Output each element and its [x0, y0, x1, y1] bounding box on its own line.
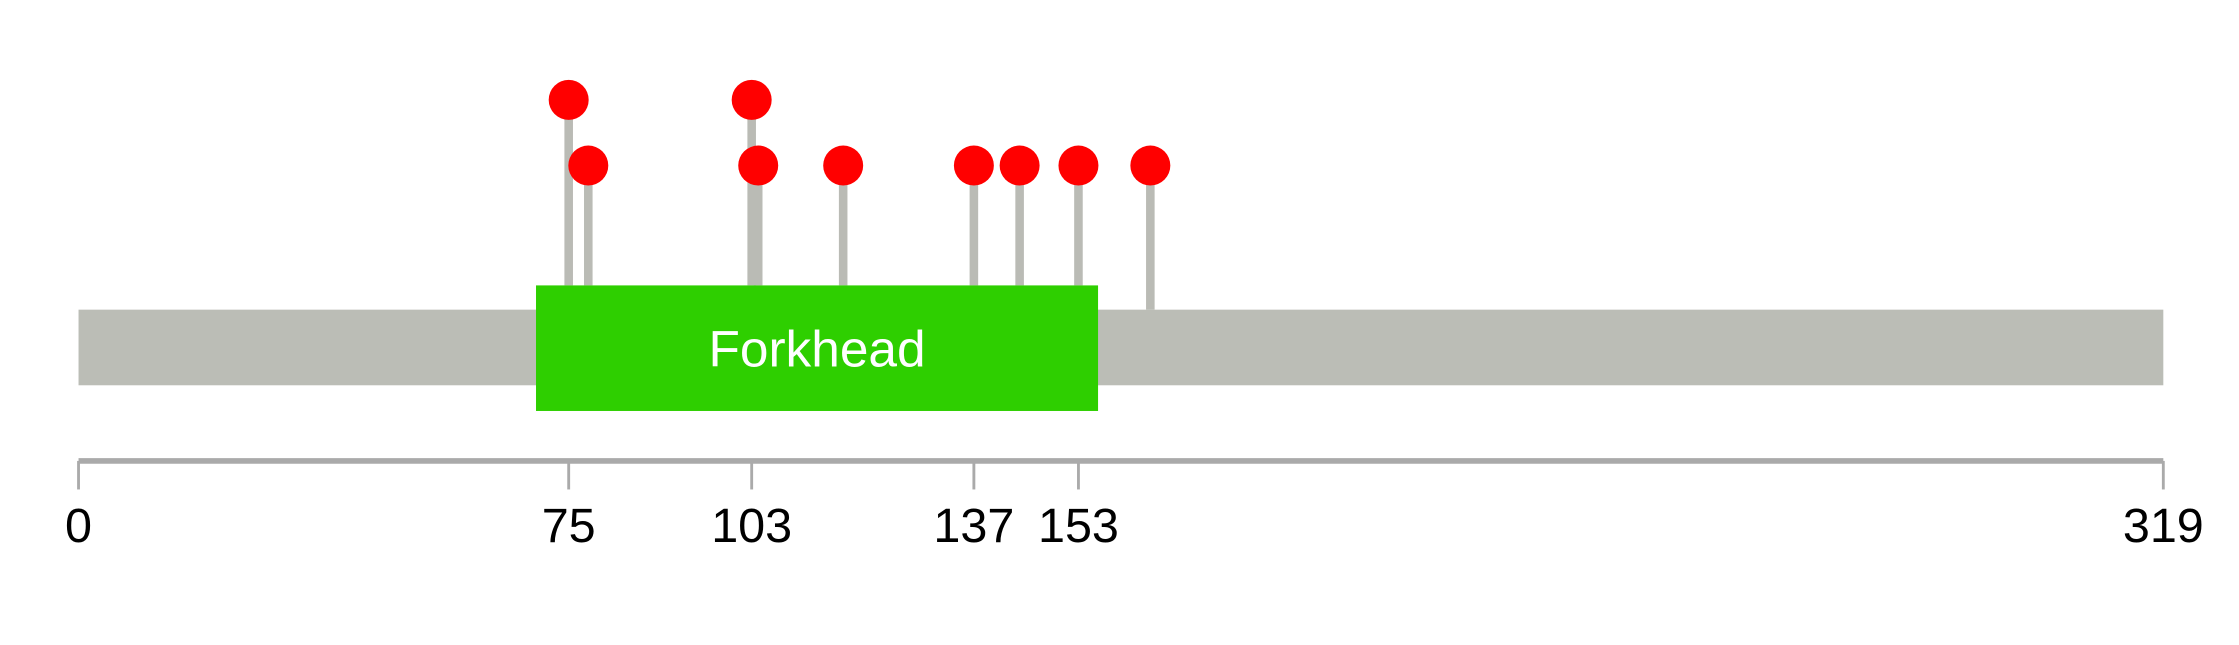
domains: Forkhead: [536, 285, 1099, 411]
mutation-dot[interactable]: [568, 145, 609, 186]
axis-tick-label: 75: [542, 499, 596, 553]
mutation-dot[interactable]: [731, 79, 772, 120]
mutation-dot[interactable]: [738, 145, 779, 186]
domain-forkhead: [536, 285, 1099, 411]
mutation-dot[interactable]: [1058, 145, 1099, 186]
axis-tick-label: 0: [65, 499, 92, 553]
mutation-dot[interactable]: [823, 145, 864, 186]
axis-tick-label: 103: [711, 499, 792, 553]
x-axis: 0 75 103 137 153 319: [65, 458, 2204, 553]
mutation-stems: [564, 99, 1155, 310]
axis-tick-label: 137: [933, 499, 1014, 553]
mutation-dot[interactable]: [548, 79, 589, 120]
mutation-dot[interactable]: [999, 145, 1040, 186]
domain-label: Forkhead: [708, 320, 925, 378]
mutation-dot[interactable]: [953, 145, 994, 186]
mutation-dot[interactable]: [1130, 145, 1171, 186]
protein-backbone: [78, 309, 2164, 386]
axis-tick-label: 319: [2123, 499, 2204, 553]
mutation-dots: [548, 79, 1171, 186]
axis-tick-label: 153: [1038, 499, 1119, 553]
